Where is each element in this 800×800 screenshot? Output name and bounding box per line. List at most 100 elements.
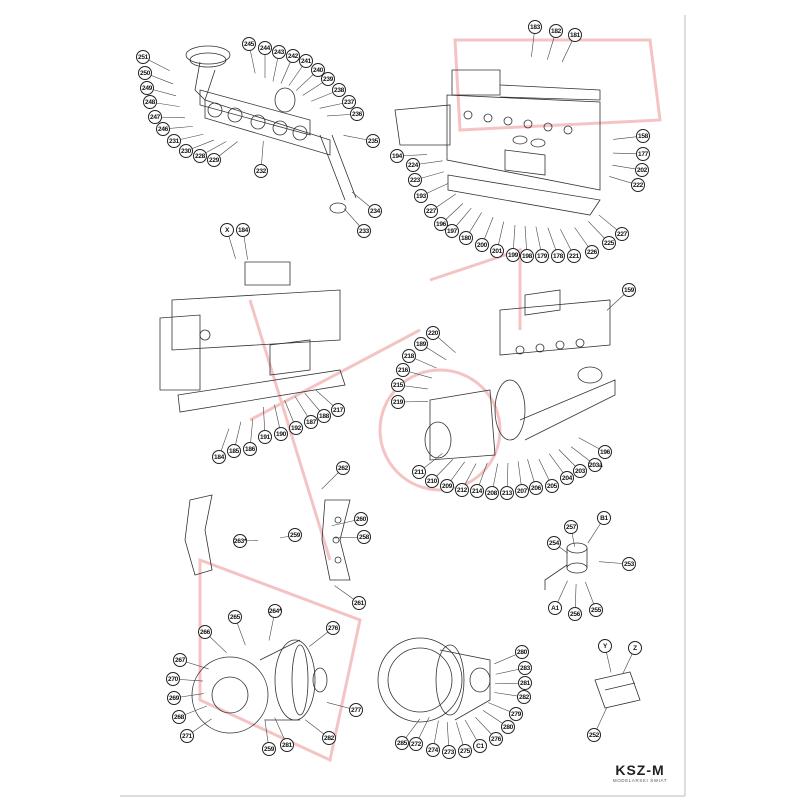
part-number-callout: 258 — [357, 530, 371, 544]
part-number-callout: 227 — [424, 204, 438, 218]
part-number-callout: 213 — [500, 486, 514, 500]
part-number-callout: 230 — [179, 144, 193, 158]
part-number-callout: 188 — [317, 409, 331, 423]
part-number-callout: 198 — [520, 249, 534, 263]
part-number-callout: 181 — [568, 28, 582, 42]
part-number-callout: 254 — [547, 536, 561, 550]
part-number-callout: 206 — [529, 481, 543, 495]
page-border — [120, 15, 686, 797]
part-number-callout: 235 — [366, 134, 380, 148]
part-number-callout: 274 — [426, 743, 440, 757]
part-number-callout: 231 — [167, 134, 181, 148]
part-number-callout: 285 — [395, 736, 409, 750]
ksz-logo: KSZ-M MODELARSKI ŚWIAT — [600, 762, 680, 783]
part-number-callout: 262 — [336, 461, 350, 475]
part-number-callout: 276 — [326, 621, 340, 635]
part-number-callout: 210 — [425, 474, 439, 488]
part-number-callout: 185 — [227, 444, 241, 458]
part-number-callout: 194 — [390, 149, 404, 163]
part-number-callout: 245 — [242, 37, 256, 51]
part-number-callout: 222 — [631, 178, 645, 192]
part-number-callout: 253 — [622, 557, 636, 571]
part-number-callout: 244 — [258, 41, 272, 55]
part-number-callout: 282 — [517, 690, 531, 704]
part-number-callout: B1 — [597, 511, 611, 525]
part-number-callout: 280 — [515, 645, 529, 659]
exhaust-pipe-drawing — [185, 45, 357, 214]
part-number-callout: 238 — [332, 83, 346, 97]
part-number-callout: 217 — [331, 403, 345, 417]
part-number-callout: 211 — [412, 465, 426, 479]
part-number-callout: 224 — [406, 158, 420, 172]
part-number-callout: 199 — [506, 248, 520, 262]
part-number-callout: 202 — [635, 163, 649, 177]
part-number-callout: 203a — [588, 458, 603, 472]
part-number-callout: 256 — [568, 607, 582, 621]
part-number-callout: 283 — [518, 661, 532, 675]
part-number-callout: 190 — [274, 427, 288, 441]
part-number-callout: 178 — [551, 249, 565, 263]
part-number-callout: 280 — [501, 720, 515, 734]
part-number-callout: 183 — [528, 20, 542, 34]
part-number-callout: 229 — [207, 153, 221, 167]
part-number-callout: 261 — [352, 596, 366, 610]
part-number-callout: 267 — [173, 653, 187, 667]
part-number-callout: 197 — [445, 224, 459, 238]
part-number-callout: 242 — [286, 49, 300, 63]
part-number-callout: 279 — [509, 707, 523, 721]
part-number-callout: 216 — [396, 363, 410, 377]
part-number-callout: 179 — [535, 249, 549, 263]
part-number-callout: 275 — [458, 744, 472, 758]
part-number-callout: 177 — [636, 147, 650, 161]
logo-title: KSZ-M — [615, 762, 665, 778]
part-number-callout: 200 — [475, 238, 489, 252]
logo-subtitle: MODELARSKI ŚWIAT — [612, 778, 668, 783]
part-number-callout: 239 — [321, 72, 335, 86]
part-number-callout: 277 — [349, 703, 363, 717]
part-number-callout: 196 — [434, 217, 448, 231]
part-number-callout: 189 — [414, 337, 428, 351]
part-number-callout: 159 — [622, 283, 636, 297]
part-number-callout: 214 — [470, 484, 484, 498]
part-number-callout: 225 — [602, 236, 616, 250]
part-number-callout: 196 — [598, 445, 612, 459]
part-number-callout: 207 — [515, 484, 529, 498]
part-number-callout: 205 — [545, 479, 559, 493]
part-number-callout: 249 — [140, 81, 154, 95]
part-number-callout: 264* — [268, 604, 282, 618]
part-number-callout: 232 — [254, 164, 268, 178]
part-number-callout: 220 — [426, 326, 440, 340]
small-part-drawing — [544, 542, 588, 590]
part-number-callout: 255 — [589, 603, 603, 617]
watermark — [198, 38, 662, 763]
segments-drawing — [184, 494, 351, 581]
part-number-callout: 241 — [299, 54, 313, 68]
part-number-callout: 187 — [304, 415, 318, 429]
part-number-callout: 203 — [573, 464, 587, 478]
part-number-callout: 281 — [280, 738, 294, 752]
part-number-callout: 215 — [391, 378, 405, 392]
part-number-callout: 209 — [440, 479, 454, 493]
part-number-callout: 158 — [636, 129, 650, 143]
part-number-callout: 182 — [549, 24, 563, 38]
part-number-callout: 219 — [391, 395, 405, 409]
part-number-callout: 252 — [587, 728, 601, 742]
wheel-left-drawing — [191, 639, 328, 734]
part-number-callout: 221 — [567, 249, 581, 263]
part-number-callout: 259 — [288, 528, 302, 542]
part-number-callout: 273 — [442, 745, 456, 759]
part-number-callout: 204 — [560, 471, 574, 485]
part-number-callout: C1 — [473, 739, 487, 753]
part-number-callout: 223 — [408, 173, 422, 187]
part-number-callout: 237 — [342, 95, 356, 109]
part-number-callout: 191 — [258, 430, 272, 444]
bracket-drawing — [594, 671, 641, 709]
part-number-callout: 186 — [243, 442, 257, 456]
part-number-callout: 265 — [228, 610, 242, 624]
part-number-callout: X — [220, 223, 234, 237]
part-number-callout: 193 — [414, 189, 428, 203]
part-number-callout: 250 — [138, 66, 152, 80]
engine-right-drawing — [424, 289, 616, 461]
part-number-callout: 234 — [368, 204, 382, 218]
